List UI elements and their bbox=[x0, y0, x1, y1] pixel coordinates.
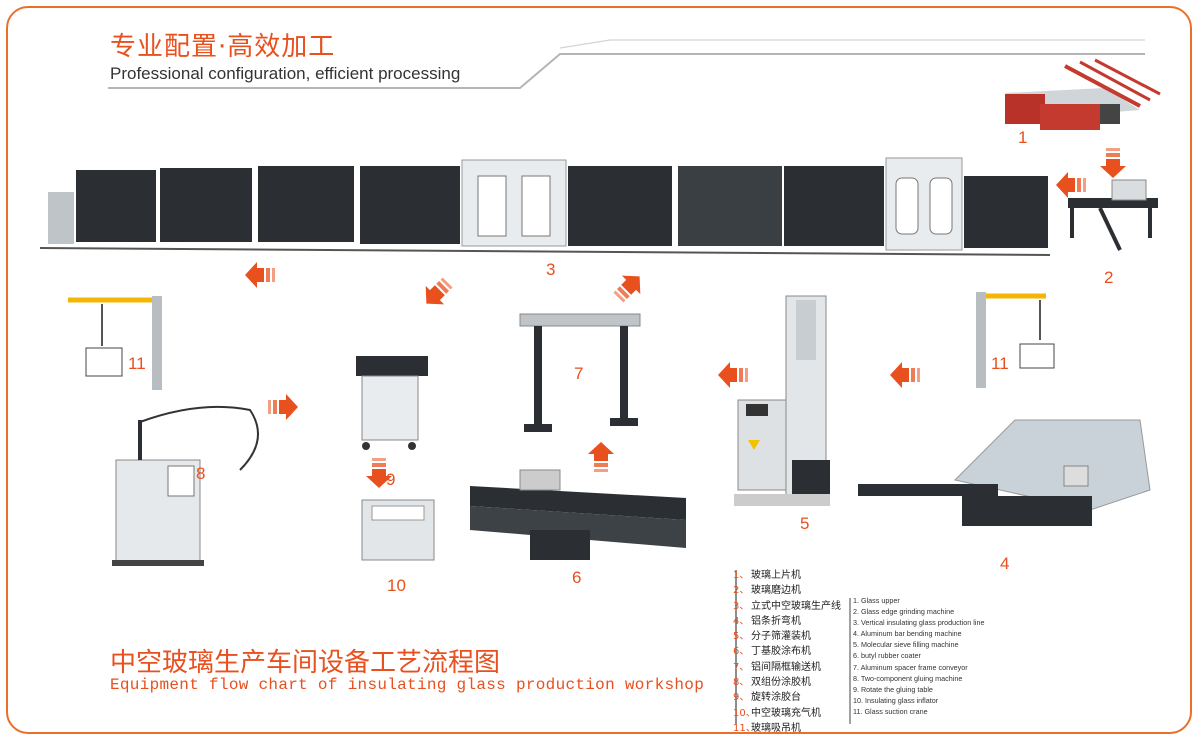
header-title-en: Professional configuration, efficient pr… bbox=[110, 64, 461, 83]
machine-edge-grinder bbox=[1068, 179, 1158, 251]
footer-title-en: Equipment flow chart of insulating glass… bbox=[110, 676, 705, 694]
machine-suction-crane-right bbox=[976, 292, 1055, 388]
legend-cn-item: 9、旋转涂胶台 bbox=[733, 692, 801, 704]
header-title-cn: 专业配置·高效加工 bbox=[110, 32, 336, 62]
machine-inflator bbox=[361, 499, 435, 561]
flow-arrow-8-9 bbox=[268, 394, 298, 420]
legend-cn-item: 2、玻璃磨边机 bbox=[733, 585, 801, 597]
machine-gluing-table bbox=[356, 356, 428, 450]
machine-two-component-gluer bbox=[112, 405, 259, 566]
legend-cn-item: 6、丁基胶涂布机 bbox=[733, 646, 811, 658]
legend-en-item: 2. Glass edge grinding machine bbox=[853, 607, 955, 617]
legend-en-item: 3. Vertical insulating glass production … bbox=[853, 618, 985, 628]
header-decoration bbox=[108, 39, 1145, 89]
legend-cn-item: 4、铝条折弯机 bbox=[733, 615, 801, 627]
step-label-11-left: 11 bbox=[128, 354, 146, 373]
step-label-2: 2 bbox=[1104, 268, 1114, 287]
legend-en-item: 1. Glass upper bbox=[853, 596, 900, 605]
legend-cn-item: 7、铝间隔框输送机 bbox=[733, 661, 821, 673]
machine-bar-bender bbox=[858, 419, 1151, 526]
legend-en-item: 11. Glass suction crane bbox=[853, 706, 928, 716]
flow-arrow-3-7 bbox=[609, 267, 649, 307]
legend-en-item: 6. butyl rubber coater bbox=[853, 651, 921, 661]
flow-arrow-6-7 bbox=[588, 442, 614, 472]
legend-cn-list: 1、玻璃上片机 2、玻璃磨边机 3、立式中空玻璃生产线 4、铝条折弯机 5、分子… bbox=[733, 566, 853, 734]
step-label-11-right: 11 bbox=[991, 354, 1009, 373]
legend-cn-item: 8、双组份涂胶机 bbox=[733, 677, 811, 689]
flow-arrow-11-5 bbox=[890, 362, 920, 388]
machine-production-line bbox=[39, 157, 1051, 256]
machine-sieve-filler bbox=[734, 295, 830, 506]
legend-cn-item: 5、分子筛灌装机 bbox=[733, 631, 811, 643]
step-label-3: 3 bbox=[546, 260, 556, 279]
legend-en-item: 10. Insulating glass inflator bbox=[853, 695, 939, 705]
legend: 1、玻璃上片机 2、玻璃磨边机 3、立式中空玻璃生产线 4、铝条折弯机 5、分子… bbox=[733, 566, 1153, 734]
step-label-7: 7 bbox=[574, 364, 584, 383]
flow-arrow-3-9 bbox=[417, 273, 457, 313]
legend-en-item: 5. Molecular sieve filling machine bbox=[853, 640, 959, 650]
legend-separator bbox=[735, 570, 851, 724]
machine-suction-crane-left bbox=[68, 296, 162, 390]
flow-arrow-2-3 bbox=[1056, 172, 1086, 198]
legend-cn-item: 10、中空玻璃充气机 bbox=[733, 707, 821, 719]
page-border bbox=[6, 6, 1192, 734]
step-label-4: 4 bbox=[1000, 554, 1010, 573]
legend-en-item: 8. Two-component gluing machine bbox=[853, 673, 963, 683]
step-label-10: 10 bbox=[387, 576, 406, 595]
legend-en-item: 9. Rotate the gluing table bbox=[853, 684, 933, 694]
legend-en-item: 7. Aluminum spacer frame conveyor bbox=[853, 662, 968, 672]
footer-title-cn: 中空玻璃生产车间设备工艺流程图 bbox=[110, 648, 501, 678]
flow-arrow-3-11 bbox=[245, 262, 275, 288]
step-label-6: 6 bbox=[572, 568, 582, 587]
legend-en-item: 4. Aluminum bar bending machine bbox=[853, 629, 962, 639]
legend-cn-item: 1、玻璃上片机 bbox=[733, 570, 801, 581]
step-label-8: 8 bbox=[196, 464, 206, 483]
flow-arrow-1-2 bbox=[1100, 148, 1126, 178]
machine-frame-conveyor bbox=[519, 313, 641, 432]
machine-glass-loader bbox=[1005, 58, 1161, 130]
legend-en-list: 1. Glass upper 2. Glass edge grinding ma… bbox=[853, 596, 1153, 718]
legend-cn-item: 3、立式中空玻璃生产线 bbox=[733, 600, 841, 612]
step-label-5: 5 bbox=[800, 514, 810, 533]
step-label-1: 1 bbox=[1018, 128, 1028, 147]
legend-cn-item: 11、玻璃吸吊机 bbox=[733, 722, 801, 734]
flow-arrow-5-7 bbox=[718, 362, 748, 388]
machine-butyl-coater bbox=[470, 469, 686, 560]
step-label-9: 9 bbox=[386, 470, 396, 489]
